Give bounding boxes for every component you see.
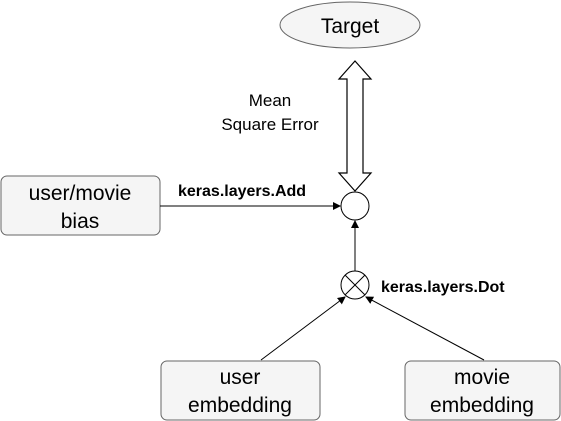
bias-label-line2: bias [61,210,100,233]
movie-to-dot-arrow [365,296,485,361]
target-label: Target [321,15,380,38]
bias-node: user/movie bias [0,175,161,236]
user-embedding-node: user embedding [160,360,321,421]
loss-label-line2: Square Error [221,115,319,134]
movie-embedding-label-line2: embedding [430,394,534,417]
dot-op-cross-b [344,274,366,296]
bias-label-line1: user/movie [29,182,132,205]
movie-embedding-box [404,360,561,421]
dot-op-label: keras.layers.Dot [381,279,505,296]
loss-double-arrow [337,60,373,192]
add-op-node [340,191,370,221]
target-node: Target [279,1,421,49]
target-ellipse [279,1,421,49]
movie-embedding-node: movie embedding [404,360,561,421]
user-embedding-label-line1: user [220,366,261,389]
movie-embedding-label-line1: movie [454,366,510,389]
user-embedding-box [160,360,321,421]
loss-label-line1: Mean [249,91,292,110]
user-to-dot-arrow [260,296,346,361]
user-embedding-label-line2: embedding [188,394,292,417]
dot-op-node [340,270,370,300]
add-op-label: keras.layers.Add [178,183,306,200]
